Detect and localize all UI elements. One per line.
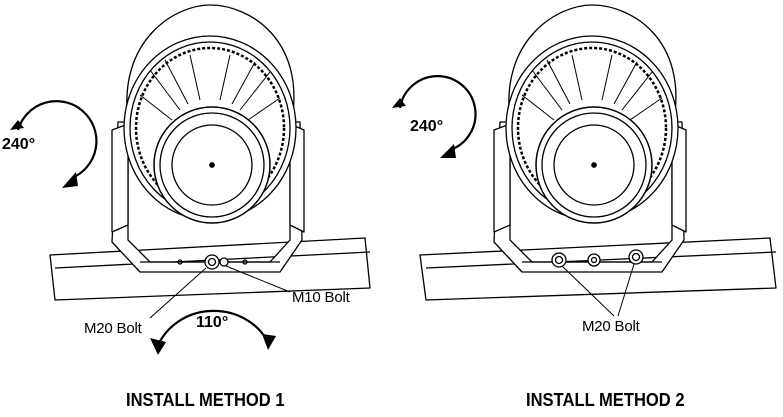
m10-bolt-label: M10 Bolt xyxy=(292,289,350,306)
base-bolts xyxy=(551,249,644,268)
fixture-drawing-method-1 xyxy=(10,4,371,355)
base-bolts xyxy=(177,254,248,270)
m20-bolt-label: M20 Bolt xyxy=(84,320,142,337)
rotation-arrow-icon xyxy=(150,309,276,355)
bolt-leader-left xyxy=(561,265,615,317)
rotation-arrow-icon xyxy=(392,75,477,158)
install-method-1-title: INSTALL METHOD 1 xyxy=(126,390,285,410)
rotation-arrow-icon xyxy=(10,100,98,188)
right-bolt-leader xyxy=(225,265,291,293)
install-method-1-panel: 240° 110° M20 Bolt M10 Bolt INSTALL METH… xyxy=(2,4,371,410)
fixture-head xyxy=(505,35,679,224)
tilt-angle-label: 240° xyxy=(2,136,36,153)
install-method-2-panel: 240° M20 Bolt INSTALL METHOD 2 xyxy=(392,0,783,417)
fixture-dome xyxy=(126,4,295,121)
install-method-2-title: INSTALL METHOD 2 xyxy=(526,390,685,410)
yoke xyxy=(493,121,687,273)
fixture-head xyxy=(123,35,297,224)
fixture-dome xyxy=(508,4,677,121)
left-bolt-leader xyxy=(149,267,207,319)
m20-bolt-label: M20 Bolt xyxy=(582,318,640,335)
pan-angle-label: 110° xyxy=(196,314,229,331)
fixture-drawing-method-2 xyxy=(392,4,777,317)
bolt-leader-right xyxy=(617,263,635,317)
tilt-angle-label: 240° xyxy=(410,118,444,135)
